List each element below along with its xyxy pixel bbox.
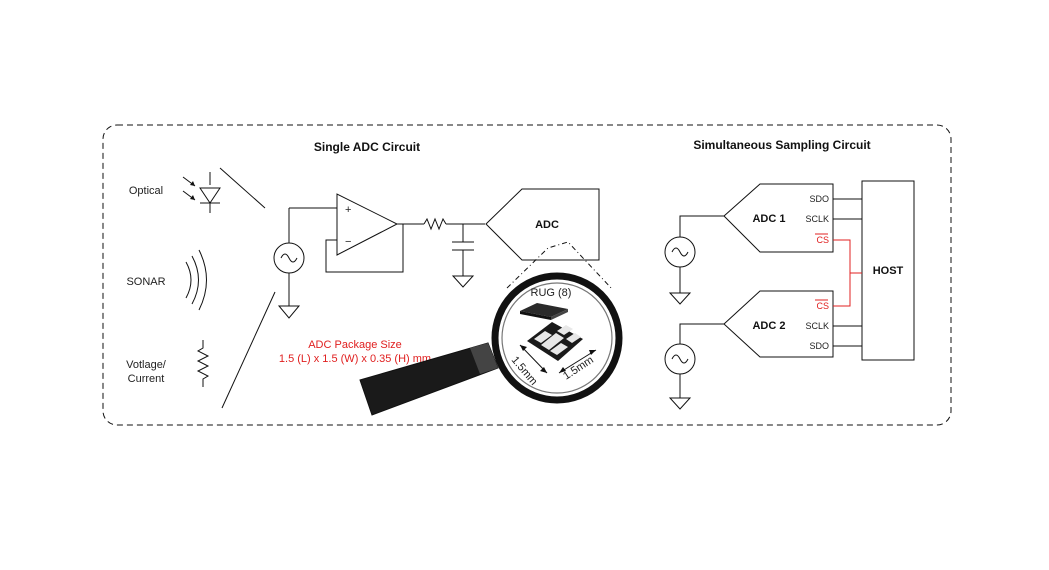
ground-icon	[277, 305, 301, 319]
adc2-sclk-label: SCLK	[805, 321, 829, 331]
simultaneous-title: Simultaneous Sampling Circuit	[693, 138, 870, 152]
photodiode-icon	[182, 172, 221, 213]
adc2-label: ADC 2	[752, 320, 785, 332]
adc-block	[485, 188, 600, 261]
funnel-line-bottom	[221, 291, 276, 409]
host-label: HOST	[873, 265, 904, 277]
magnifier-icon	[359, 272, 623, 416]
zoom-indicator	[506, 241, 614, 291]
svg-text:+: +	[345, 204, 351, 216]
dim-arrow-left	[519, 344, 548, 374]
adc1-sclk-label: SCLK	[805, 214, 829, 224]
optical-label: Optical	[129, 185, 163, 197]
funnel-line-top	[219, 167, 266, 209]
adc1-label: ADC 1	[752, 213, 785, 225]
adc-label: ADC	[535, 219, 559, 231]
op-amp-icon: + −	[336, 193, 399, 256]
outer-frame	[102, 124, 952, 426]
package-size-title: ADC Package Size	[308, 339, 402, 351]
dim-arrow-right	[558, 349, 597, 374]
ac-source-icon	[273, 242, 305, 274]
package-size-dims: 1.5 (L) x 1.5 (W) x 0.35 (H) mm	[279, 353, 431, 365]
voltage-label-1: Votlage/	[126, 359, 167, 371]
capacitor-icon	[451, 224, 475, 288]
ac-source-icon	[664, 343, 696, 375]
voltage-label-2: Current	[128, 373, 165, 385]
adc1-sdo-label: SDO	[809, 194, 829, 204]
sonar-waves-icon	[185, 249, 207, 311]
ground-icon	[668, 397, 692, 410]
adc2-cs-label: CS	[816, 301, 829, 311]
adc1-block	[723, 183, 834, 253]
adc2-block	[723, 290, 834, 358]
adc2-sdo-label: SDO	[809, 341, 829, 351]
ground-icon	[668, 292, 692, 305]
chip-package-icon	[520, 303, 583, 361]
single-adc-title: Single ADC Circuit	[314, 140, 420, 154]
svg-text:−: −	[345, 236, 351, 248]
host-block	[861, 180, 915, 361]
resistor-icon	[196, 340, 210, 387]
adc1-cs-label: CS	[816, 235, 829, 245]
ac-source-icon	[664, 236, 696, 268]
sonar-label: SONAR	[126, 276, 165, 288]
package-name: RUG (8)	[531, 287, 572, 299]
